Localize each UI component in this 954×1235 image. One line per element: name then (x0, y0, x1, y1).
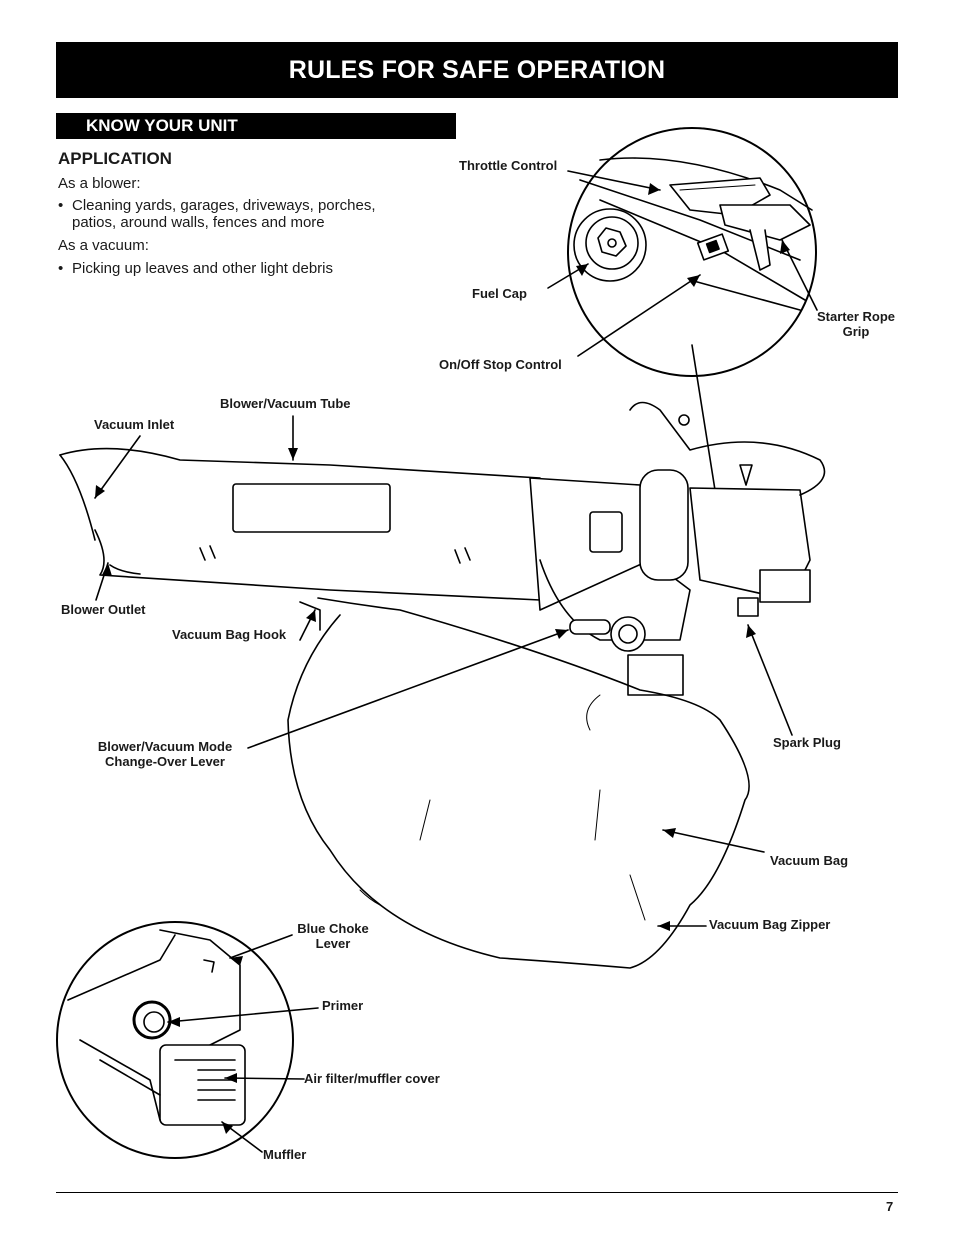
label-vacuum-bag-zipper: Vacuum Bag Zipper (709, 917, 831, 932)
footer-rule (56, 1192, 898, 1193)
label-starter-rope-grip-line-2: Grip (842, 324, 870, 339)
choke-detail-circle (56, 921, 294, 1159)
label-muffler: Muffler (263, 1147, 307, 1162)
blower-intro: As a blower: (58, 175, 141, 192)
section-heading: KNOW YOUR UNIT (56, 113, 456, 139)
label-mode-lever-line-2: Change-Over Lever (105, 754, 225, 769)
application-heading: APPLICATION (58, 149, 172, 168)
vacuum-intro: As a vacuum: (58, 237, 149, 254)
label-mode-change-over-lever: Blower/Vacuum Mode Change-Over Lever (85, 739, 245, 769)
label-fuel-cap: Fuel Cap (472, 286, 527, 301)
vacuum-bag (287, 597, 750, 969)
label-air-filter-muffler-cover: Air filter/muffler cover (304, 1071, 440, 1086)
vacuum-bullet: Picking up leaves and other light debris (58, 260, 333, 277)
label-starter-rope-grip-line-1: Starter Rope (816, 309, 896, 324)
page-number: 7 (886, 1199, 894, 1214)
label-blue-choke-line-2: Lever (315, 936, 351, 951)
label-spark-plug: Spark Plug (773, 735, 841, 750)
blower-bullet-line-1: Cleaning yards, garages, driveways, porc… (72, 197, 376, 214)
label-vacuum-inlet: Vacuum Inlet (94, 417, 175, 432)
page-title: RULES FOR SAFE OPERATION (56, 42, 898, 98)
label-starter-rope-grip: Starter Rope Grip (808, 309, 904, 339)
label-vacuum-bag-hook: Vacuum Bag Hook (172, 627, 287, 642)
label-vacuum-bag: Vacuum Bag (770, 853, 849, 868)
label-blue-choke-lever: Blue Choke Lever (288, 921, 378, 951)
blower-tube (59, 447, 541, 601)
engine-body (529, 401, 826, 696)
label-primer: Primer (322, 998, 364, 1013)
blower-bullet: Cleaning yards, garages, driveways, porc… (58, 197, 376, 231)
label-blower-outlet: Blower Outlet (61, 602, 146, 617)
label-throttle-control: Throttle Control (459, 158, 558, 173)
throttle-detail-circle (567, 127, 817, 377)
blower-bullet-line-2: patios, around walls, fences and more (72, 214, 325, 231)
label-blower-vacuum-tube: Blower/Vacuum Tube (220, 396, 351, 411)
label-blue-choke-line-1: Blue Choke (297, 921, 369, 936)
label-mode-lever-line-1: Blower/Vacuum Mode (97, 739, 233, 754)
label-on-off-stop-control: On/Off Stop Control (439, 357, 562, 372)
